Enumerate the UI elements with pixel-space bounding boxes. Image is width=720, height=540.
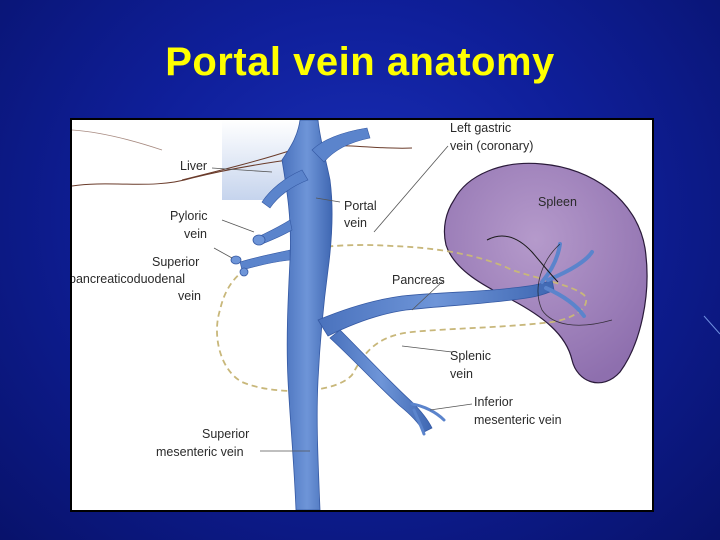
label-splenic-vein: vein (450, 367, 473, 381)
label-portal: Portal (344, 199, 377, 213)
slide-title: Portal vein anatomy (165, 40, 555, 84)
label-liver: Liver (180, 159, 207, 173)
label-portal-vein: vein (344, 216, 367, 230)
label-pancreas: Pancreas (392, 273, 445, 287)
label-left-gastric-coronary: vein (coronary) (450, 139, 533, 153)
spd-vein (239, 249, 291, 271)
label-superior: Superior (202, 427, 249, 441)
splenic-vein (317, 279, 555, 337)
label-pyloric: Pyloric (170, 209, 208, 223)
label-left-gastric: Left gastric (450, 121, 511, 135)
label-pyloric-vein: vein (184, 227, 207, 241)
label-inferior-mesenteric-vein: mesenteric vein (474, 413, 562, 427)
label-superior-mesenteric-vein: mesenteric vein (156, 445, 244, 459)
label-splenic: Splenic (450, 349, 491, 363)
inferior-mesenteric-vein (329, 329, 433, 433)
label-inferior: Inferior (474, 395, 513, 409)
portal-vein-diagram: Liver Pyloric vein Superior pancreaticod… (70, 118, 654, 512)
liver-shadow (222, 120, 302, 200)
label-spleen: Spleen (538, 195, 577, 209)
label-spd-vein: vein (178, 289, 201, 303)
spleen-shape (443, 162, 648, 384)
label-spd-superior: Superior (152, 255, 199, 269)
anatomy-illustration: Liver Pyloric vein Superior pancreaticod… (72, 120, 648, 510)
pancreas-outline (216, 244, 587, 392)
label-spd-pancreaticoduodenal: pancreaticoduodenal (72, 272, 185, 286)
